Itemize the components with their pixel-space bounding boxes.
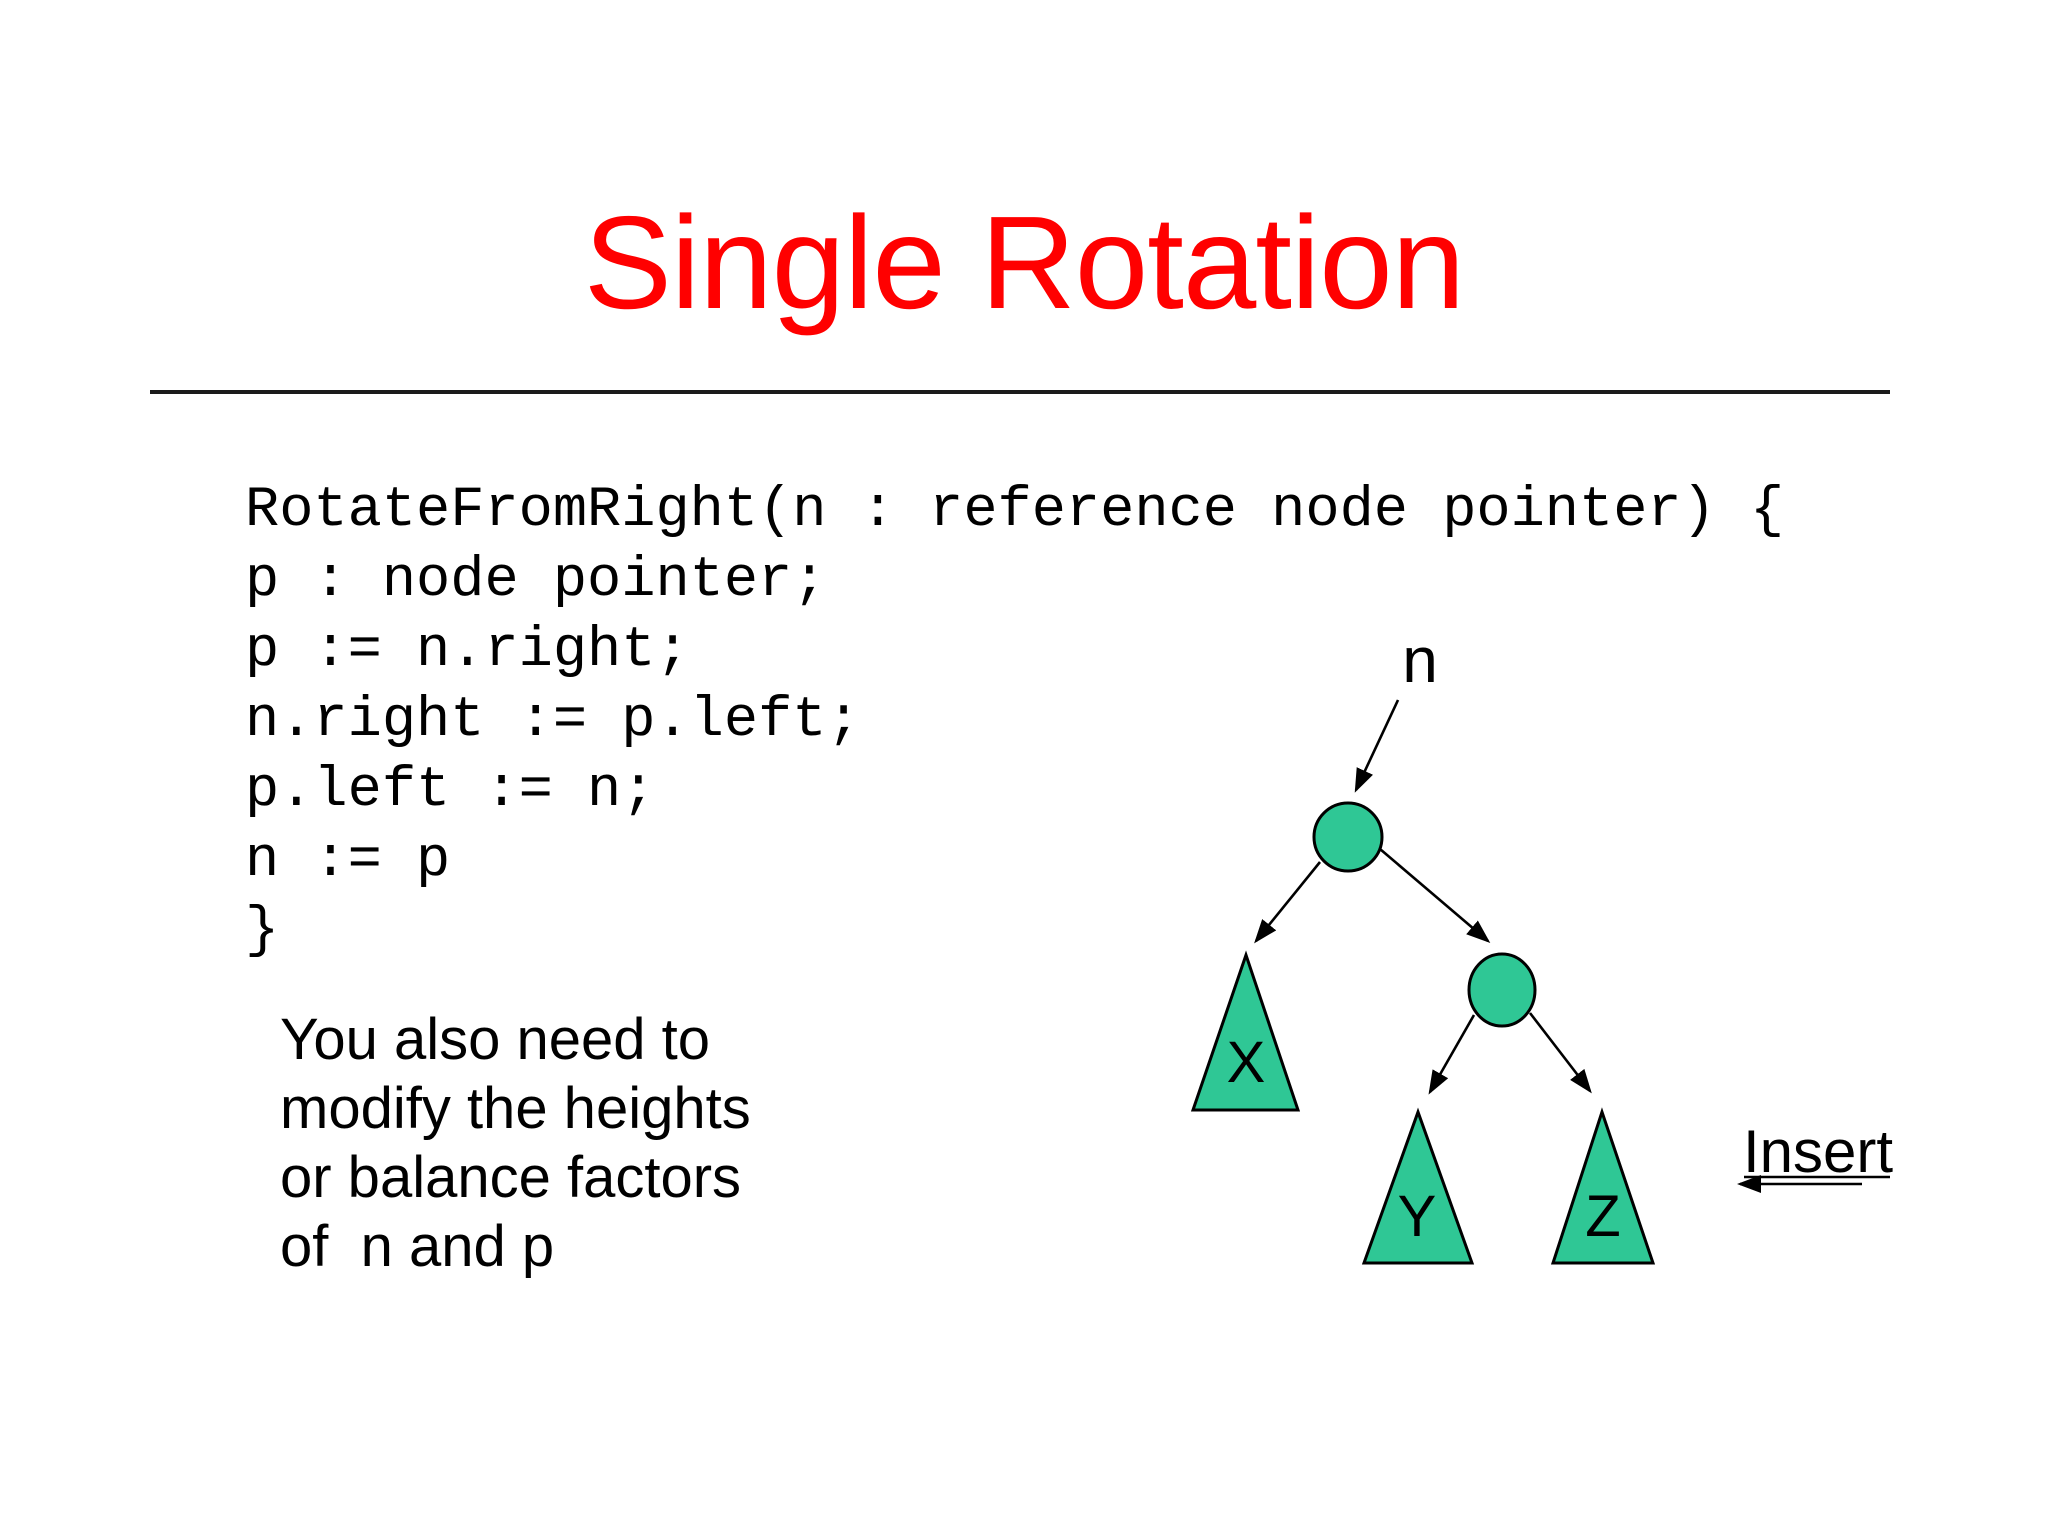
- subtree-y-triangle: [1361, 1107, 1475, 1265]
- page-title: Single Rotation: [583, 189, 1465, 336]
- pointer-label-n: n: [1402, 624, 1438, 696]
- root-node-circle: [1312, 801, 1384, 873]
- note-line: or balance factors: [280, 1145, 742, 1210]
- edge-child-to-z-arrow: [1528, 1012, 1592, 1094]
- note-text: You also need to modify the heights or b…: [280, 1005, 751, 1281]
- edge-root-to-x-arrow: [1254, 861, 1322, 944]
- code-line: RotateFromRight(n : reference node point…: [245, 479, 1785, 543]
- code-line: }: [245, 899, 280, 963]
- edge-root-to-child-arrow: [1379, 848, 1491, 943]
- code-line: p := n.right;: [245, 619, 690, 683]
- code-line: n.right := p.left;: [245, 689, 861, 753]
- pointer-arrow: [1354, 699, 1400, 793]
- code-block: RotateFromRight(n : reference node point…: [245, 476, 1784, 966]
- subtree-x-triangle: [1190, 950, 1301, 1112]
- note-line: of n and p: [280, 1214, 555, 1279]
- note-line: modify the heights: [280, 1076, 751, 1141]
- subtree-x-label: X: [1227, 1030, 1266, 1095]
- subtree-z-label: Z: [1585, 1184, 1620, 1249]
- insert-label: Insert: [1743, 1118, 1893, 1185]
- child-node-circle: [1467, 952, 1537, 1028]
- code-line: p : node pointer;: [245, 549, 827, 613]
- tree-diagram: n X Y Z Insert: [1190, 624, 1893, 1265]
- subtree-y-label: Y: [1398, 1184, 1437, 1249]
- title-divider: [150, 390, 1890, 394]
- edge-child-to-y-arrow: [1428, 1014, 1476, 1095]
- code-line: n := p: [245, 829, 451, 893]
- code-line: p.left := n;: [245, 759, 656, 823]
- note-line: You also need to: [280, 1007, 711, 1072]
- subtree-z-triangle: [1550, 1107, 1656, 1265]
